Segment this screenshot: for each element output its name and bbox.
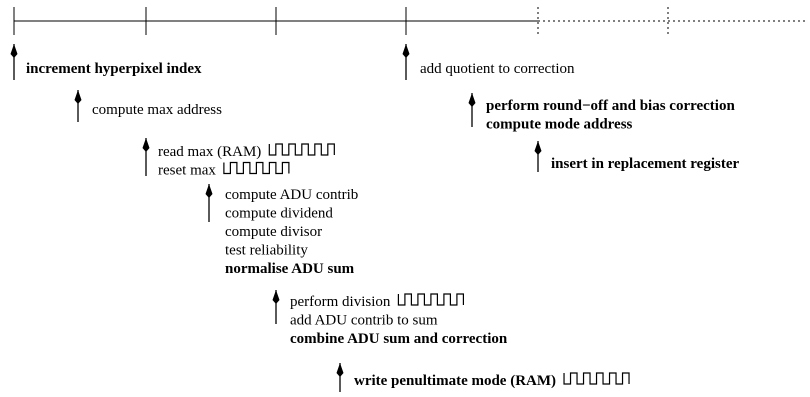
timeline <box>13 7 806 35</box>
event-e7: add quotient to correction <box>402 44 575 80</box>
event-label: perform round−off and bias correction <box>486 98 735 114</box>
event-label: add quotient to correction <box>420 61 575 77</box>
event-arrow <box>142 138 150 176</box>
pulse-train <box>223 161 290 175</box>
event-arrow <box>534 141 542 172</box>
arrowhead-icon <box>336 363 344 377</box>
event-arrow <box>272 290 280 324</box>
event-label: increment hyperpixel index <box>26 61 202 77</box>
event-e8: perform round−off and bias correction com… <box>468 93 735 133</box>
event-e6: write penultimate mode (RAM) <box>336 363 630 392</box>
event-e4: compute ADU contrib compute dividend compu… <box>205 184 358 277</box>
event-label: reset max <box>158 163 216 179</box>
event-e3: read max (RAM) reset max <box>142 138 335 179</box>
event-e1: increment hyperpixel index <box>10 44 202 80</box>
event-label: normalise ADU sum <box>225 261 355 277</box>
event-label: combine ADU sum and correction <box>290 331 508 347</box>
arrowhead-icon <box>534 141 542 155</box>
event-markers: increment hyperpixel index compute max ad… <box>10 44 739 392</box>
event-label: compute ADU contrib <box>225 187 358 203</box>
event-arrow <box>74 90 82 122</box>
event-e5: perform division add ADU contrib to sum co… <box>272 290 508 347</box>
arrowhead-icon <box>74 90 82 104</box>
event-label: compute max address <box>92 102 222 118</box>
event-arrow <box>336 363 344 392</box>
arrowhead-icon <box>402 44 410 58</box>
arrowhead-icon <box>272 290 280 304</box>
event-label: compute mode address <box>486 117 633 133</box>
event-label: test reliability <box>225 243 308 259</box>
event-label: insert in replacement register <box>551 156 739 172</box>
event-arrow <box>10 44 18 80</box>
event-e2: compute max address <box>74 90 222 122</box>
arrowhead-icon <box>10 44 18 58</box>
event-arrow <box>468 93 476 127</box>
event-label: compute dividend <box>225 206 333 222</box>
event-arrow <box>205 184 213 222</box>
arrowhead-icon <box>205 184 213 198</box>
event-label: perform division <box>290 294 391 310</box>
pulse-train <box>397 293 465 306</box>
event-label: write penultimate mode (RAM) <box>354 373 556 389</box>
arrowhead-icon <box>142 138 150 152</box>
pulse-train <box>268 143 335 156</box>
event-arrow <box>402 44 410 80</box>
event-e9: insert in replacement register <box>534 141 739 172</box>
event-label: read max (RAM) <box>158 144 261 160</box>
arrowhead-icon <box>468 93 476 107</box>
event-label: add ADU contrib to sum <box>290 313 438 329</box>
pulse-train <box>563 372 630 385</box>
event-label: compute divisor <box>225 224 322 240</box>
